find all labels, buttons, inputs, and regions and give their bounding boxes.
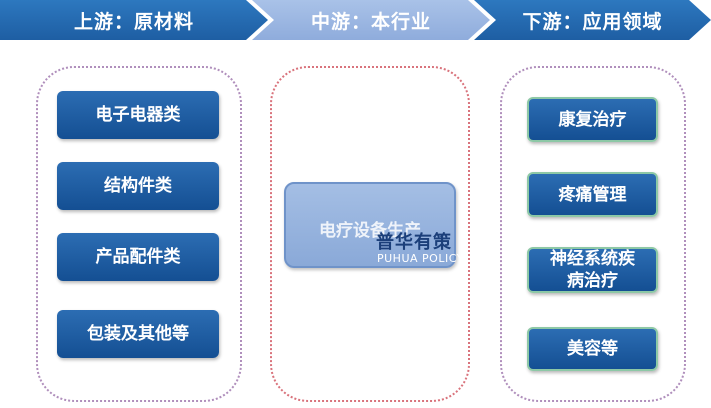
watermark-en: PUHUA POLICY bbox=[377, 252, 464, 265]
downstream-item-pain: 疼痛管理 bbox=[527, 172, 658, 217]
downstream-panel bbox=[500, 66, 686, 402]
watermark-cn: 普华有策 bbox=[376, 232, 452, 253]
downstream-item-rehab: 康复治疗 bbox=[527, 97, 658, 142]
upstream-panel bbox=[36, 66, 242, 402]
midstream-panel bbox=[270, 66, 470, 402]
midstream-item-box: 电疗设备生产 bbox=[284, 182, 456, 268]
upstream-item-accessories: 产品配件类 bbox=[57, 233, 219, 281]
upstream-item-structural: 结构件类 bbox=[57, 162, 219, 210]
midstream-item-label: 电疗设备生产 bbox=[319, 221, 421, 241]
upstream-header-label: 上游：原材料 bbox=[73, 10, 194, 33]
upstream-item-electronics: 电子电器类 bbox=[57, 91, 219, 139]
upstream-header: 上游：原材料 bbox=[0, 0, 268, 40]
downstream-header-label: 下游：应用领域 bbox=[522, 10, 663, 33]
upstream-item-packaging: 包装及其他等 bbox=[57, 310, 219, 358]
midstream-header: 中游：本行业 bbox=[252, 0, 490, 40]
downstream-item-neuro: 神经系统疾病治疗 bbox=[527, 247, 658, 293]
downstream-item-beauty: 美容等 bbox=[527, 327, 658, 371]
downstream-header: 下游：应用领域 bbox=[474, 0, 711, 40]
midstream-header-label: 中游：本行业 bbox=[310, 10, 431, 33]
